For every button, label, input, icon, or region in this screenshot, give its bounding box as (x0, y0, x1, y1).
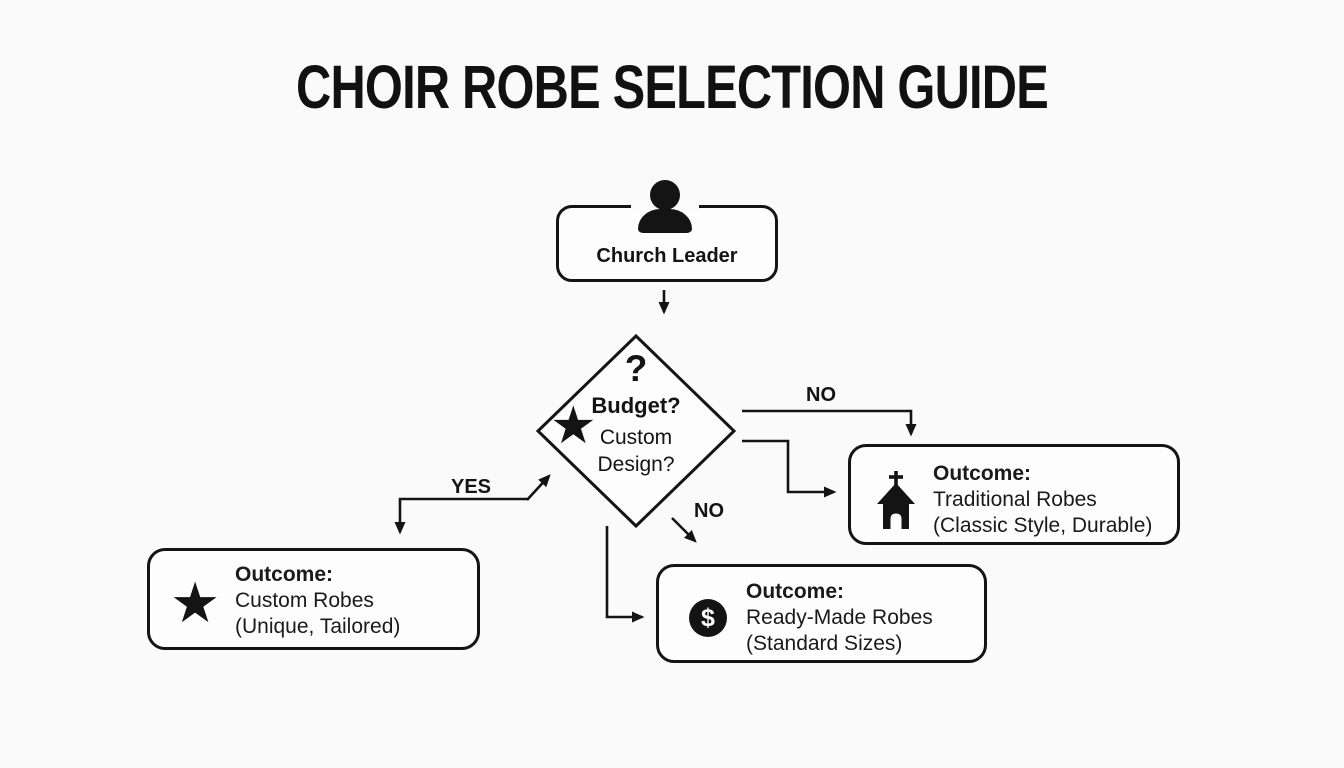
outcome-custom-heading: Outcome: (235, 563, 334, 586)
node-decision: ? Budget? Custom Design? ★ (538, 336, 734, 526)
outcome-custom-title: Custom Robes (235, 589, 374, 612)
edge-label-no-ready-made: NO (694, 500, 724, 522)
outcome-traditional-title: Traditional Robes (933, 488, 1097, 511)
node-outcome-traditional: Outcome: Traditional Robes (Classic Styl… (848, 444, 1180, 545)
edge-no-to-traditional-top (742, 409, 917, 437)
outcome-ready-made-title: Ready-Made Robes (746, 606, 933, 629)
edge-no-to-traditional-side (742, 439, 837, 498)
outcome-ready-made-heading: Outcome: (746, 580, 845, 603)
outcome-custom-subtitle: (Unique, Tailored) (235, 615, 401, 638)
person-icon (650, 180, 680, 210)
outcome-traditional-subtitle: (Classic Style, Durable) (933, 514, 1153, 537)
decision-line-3: Design? (597, 453, 675, 476)
person-icon (638, 209, 692, 233)
edge-label-no-traditional: NO (806, 384, 836, 406)
edge-yes-into-decision (526, 474, 551, 501)
node-church-leader-label: Church Leader (596, 245, 738, 267)
church-icon (877, 471, 915, 529)
decision-diamond-shape (535, 333, 737, 529)
question-mark-icon: ? (624, 348, 648, 389)
decision-line-1: Budget? (591, 393, 681, 418)
page-title: CHOIR ROBE SELECTION GUIDE (296, 53, 1049, 121)
edge-label-yes: YES (451, 476, 492, 498)
edge-no-diagonal-to-ready-made (671, 517, 697, 543)
star-icon: ★ (550, 397, 597, 455)
edge-decision-to-ready-made (605, 526, 645, 623)
edge-yes-to-custom (394, 497, 528, 535)
dollar-icon: $ (689, 599, 727, 637)
node-outcome-ready-made: $ Outcome: Ready-Made Robes (Standard Si… (656, 564, 987, 663)
node-outcome-custom: ★ Outcome: Custom Robes (Unique, Tailore… (147, 548, 480, 650)
outcome-ready-made-subtitle: (Standard Sizes) (746, 632, 903, 655)
decision-line-2: Custom (599, 426, 673, 449)
outcome-traditional-heading: Outcome: (933, 462, 1032, 485)
star-icon: ★ (170, 571, 221, 634)
